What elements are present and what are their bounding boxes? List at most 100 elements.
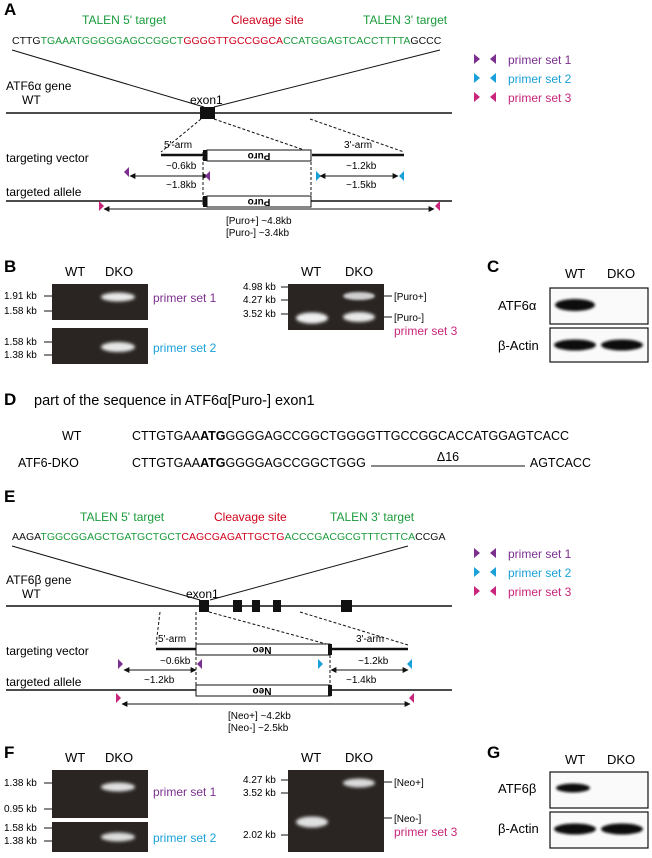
gel-b1-primer: primer set 1: [153, 291, 217, 305]
puro-label-allele: Puro: [248, 196, 271, 207]
band-f2-dko: [101, 832, 135, 842]
blot-g2-wt-band: [554, 823, 596, 835]
gel-f3-neo-plus: [Neo+]: [394, 778, 424, 789]
gel-f1: [52, 770, 148, 818]
blot-c-wt: WT: [565, 266, 585, 281]
panel-e-letter: E: [4, 487, 15, 506]
gel-b-wt: WT: [65, 264, 85, 279]
talen3-label-a: TALEN 3' target: [363, 13, 448, 27]
gel-f-wt: WT: [65, 750, 85, 765]
panel-g-letter: G: [487, 743, 500, 762]
seq-wt-label: WT: [62, 429, 82, 443]
primer-set-3-label: primer set 3: [508, 91, 572, 105]
dist-1-8-a: ~1.8kb: [166, 180, 197, 191]
neo-minus-size: [Neo-] ~2.5kb: [228, 723, 289, 734]
blot-c1-wt-band: [555, 299, 595, 311]
vector-label-a: targeting vector: [6, 151, 89, 165]
blot-c2-wt-band: [554, 339, 596, 351]
sequence-a: CTTGTGAAATGGGGGAGCCGGCTGGGGTTGCCGGCACCAT…: [12, 35, 442, 47]
puro-plus-size: [Puro+] ~4.8kb: [226, 216, 292, 227]
exon-label-e: exon1: [186, 587, 219, 601]
panel-a-letter: A: [4, 0, 16, 19]
talen3-label-e: TALEN 3' target: [330, 510, 415, 524]
arm5-label-a: 5'-arm: [164, 140, 192, 151]
band-b2-dko: [101, 342, 135, 352]
dist-0-6-a: ~0.6kb: [166, 161, 197, 172]
band-f1-dko: [101, 782, 135, 792]
gel-f3-wt: WT: [301, 750, 321, 765]
band-b3-puro-minus: [343, 312, 375, 322]
gel-f3-dko: DKO: [345, 750, 373, 765]
seq-dko-label: ATF6-DKO: [18, 456, 79, 470]
marker-f2-b: 1.38 kb: [4, 836, 37, 847]
seq-dko: CTTGTGAAATGGGGGAGCCGGCTGGG: [132, 456, 366, 470]
panel-d-letter: D: [4, 390, 16, 409]
arm5-label-e: 5'-arm: [158, 634, 186, 645]
marker-b1-b: 1.58 kb: [4, 306, 37, 317]
gel-b3: [288, 284, 384, 330]
seq-wt: CTTGTGAAATGGGGGAGCCGGCTGGGGTTGCCGGCACCAT…: [132, 429, 569, 443]
gel-f1-primer: primer set 1: [153, 785, 217, 799]
wt-label-e: WT: [22, 587, 41, 601]
sequence-e: AAGATGGCGGAGCTGATGCTGCTCAGCGAGATTGCTGACC…: [12, 531, 445, 543]
panel-b-letter: B: [4, 257, 16, 276]
talen5-label-a: TALEN 5' target: [82, 13, 167, 27]
primer-legend-a: primer set 1 primer set 2 primer set 3: [474, 53, 572, 105]
deletion-label: Δ16: [437, 450, 459, 464]
primer-legend-e: primer set 1 primer set 2 primer set 3: [474, 547, 572, 599]
gene-label-a: ATF6α gene: [6, 79, 72, 93]
band-b3-puro-plus: [343, 292, 375, 300]
gel-b3-wt: WT: [301, 264, 321, 279]
exon-label-a: exon1: [190, 93, 223, 107]
primer-set-1-label: primer set 1: [508, 53, 572, 67]
marker-b3-b: 4.27 kb: [243, 295, 276, 306]
band-b3-wt: [296, 312, 328, 324]
marker-f3-c: 2.02 kb: [243, 830, 276, 841]
exon5-block-e: [341, 600, 352, 612]
puro-minus-size: [Puro-] ~3.4kb: [226, 228, 290, 239]
vector-label-e: targeting vector: [6, 644, 89, 658]
marker-b1-a: 1.91 kb: [4, 291, 37, 302]
primer-set-2-label: primer set 2: [508, 72, 572, 86]
gel-b-dko: DKO: [105, 264, 133, 279]
gel-f3-neo-minus: [Neo-]: [394, 814, 421, 825]
gel-b3-puro-minus: [Puro-]: [394, 313, 424, 324]
blot-c-row1: ATF6α: [498, 298, 537, 313]
panel-d-title: part of the sequence in ATF6α[Puro-] exo…: [34, 393, 315, 409]
cleavage-label-a: Cleavage site: [231, 13, 304, 27]
marker-f2-a: 1.58 kb: [4, 823, 37, 834]
neo-label-vector: Neo: [253, 644, 272, 655]
dist-1-2-e: ~1.2kb: [358, 656, 389, 667]
gel-f3-primer: primer set 3: [394, 825, 458, 839]
cleavage-label-e: Cleavage site: [214, 510, 287, 524]
band-f3-neo-plus: [343, 778, 375, 788]
blot-g-row1: ATF6β: [498, 781, 536, 796]
blot-g2-dko-band: [601, 823, 643, 835]
talen5-label-e: TALEN 5' target: [80, 510, 165, 524]
blot-c-dko: DKO: [607, 266, 635, 281]
wt-label-a: WT: [22, 93, 41, 107]
primer-set-1-label-e: primer set 1: [508, 547, 572, 561]
primer-set-2-label-e: primer set 2: [508, 566, 572, 580]
exon2-block-e: [233, 600, 242, 612]
dist-1-2b-e: ~1.2kb: [144, 675, 175, 686]
marker-f1-a: 1.38 kb: [4, 778, 37, 789]
neo-label-allele: Neo: [253, 685, 272, 696]
gel-b3-puro-plus: [Puro+]: [394, 292, 427, 303]
marker-b2-b: 1.38 kb: [4, 350, 37, 361]
marker-f3-b: 3.52 kb: [243, 788, 276, 799]
band-f3-wt: [296, 816, 328, 828]
dist-1-5-a: ~1.5kb: [346, 180, 377, 191]
marker-b2-a: 1.58 kb: [4, 337, 37, 348]
exon3-block-e: [252, 600, 260, 612]
blot-g-dko: DKO: [607, 752, 635, 767]
gel-b3-primer: primer set 3: [394, 324, 458, 338]
band-b1-dko: [101, 292, 135, 302]
allele-label-e: targeted allele: [6, 675, 82, 689]
arm3-label-e: 3'-arm: [356, 634, 384, 645]
dist-0-6-e: ~0.6kb: [160, 656, 191, 667]
gene-label-e: ATF6β gene: [6, 573, 72, 587]
blot-g-wt: WT: [565, 752, 585, 767]
exon4-block-e: [273, 600, 281, 612]
